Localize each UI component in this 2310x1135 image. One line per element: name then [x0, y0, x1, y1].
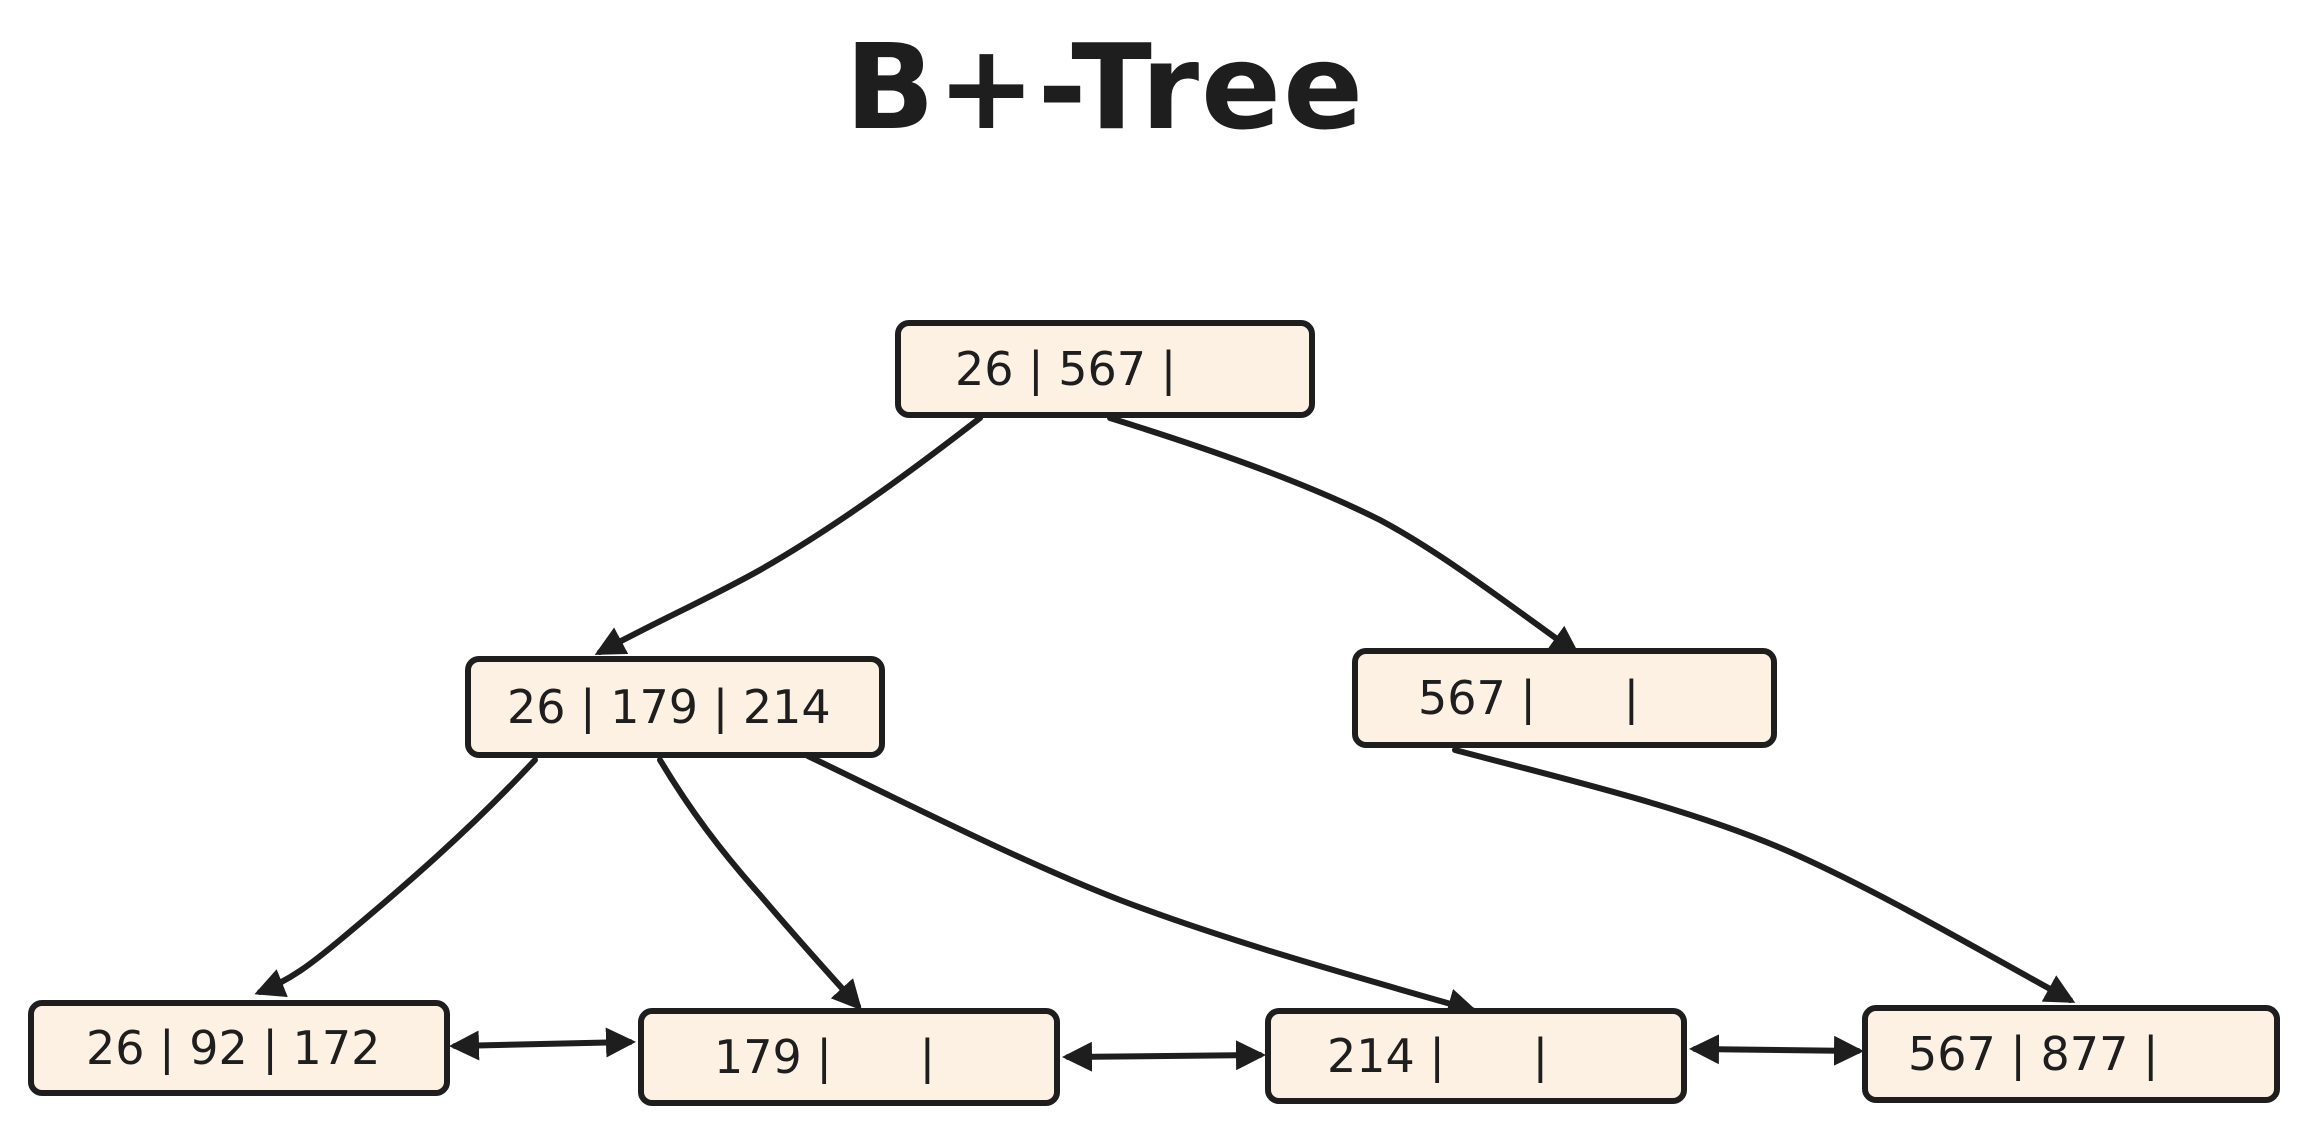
sibling-link-leaf-2-leaf-3 — [1062, 1040, 1266, 1072]
sibling-link-leaf-1-leaf-2 — [449, 1027, 636, 1061]
edge-root-to-internal-left — [594, 415, 983, 655]
leaf-node-4: 567 | 877 | — [1862, 1005, 2280, 1103]
leaf-node-2: 179 | | — [638, 1008, 1060, 1106]
internal-node-right: 567 | | — [1352, 648, 1777, 748]
edge-root-to-internal-right — [1107, 415, 1580, 656]
edge-internal-left-to-leaf-2 — [657, 757, 863, 1011]
leaf-node-1: 26 | 92 | 172 — [28, 1000, 450, 1096]
edge-internal-left-to-leaf-1 — [254, 757, 538, 998]
sibling-link-leaf-3-leaf-4 — [1689, 1034, 1864, 1066]
edge-internal-left-to-leaf-3 — [805, 753, 1478, 1018]
internal-node-left: 26 | 179 | 214 — [465, 656, 885, 758]
diagram-title: B+-Tree — [844, 18, 1366, 156]
root-node: 26 | 567 | — [895, 320, 1315, 418]
edge-internal-right-to-leaf-4 — [1452, 747, 2076, 1003]
leaf-node-3: 214 | | — [1265, 1008, 1687, 1104]
